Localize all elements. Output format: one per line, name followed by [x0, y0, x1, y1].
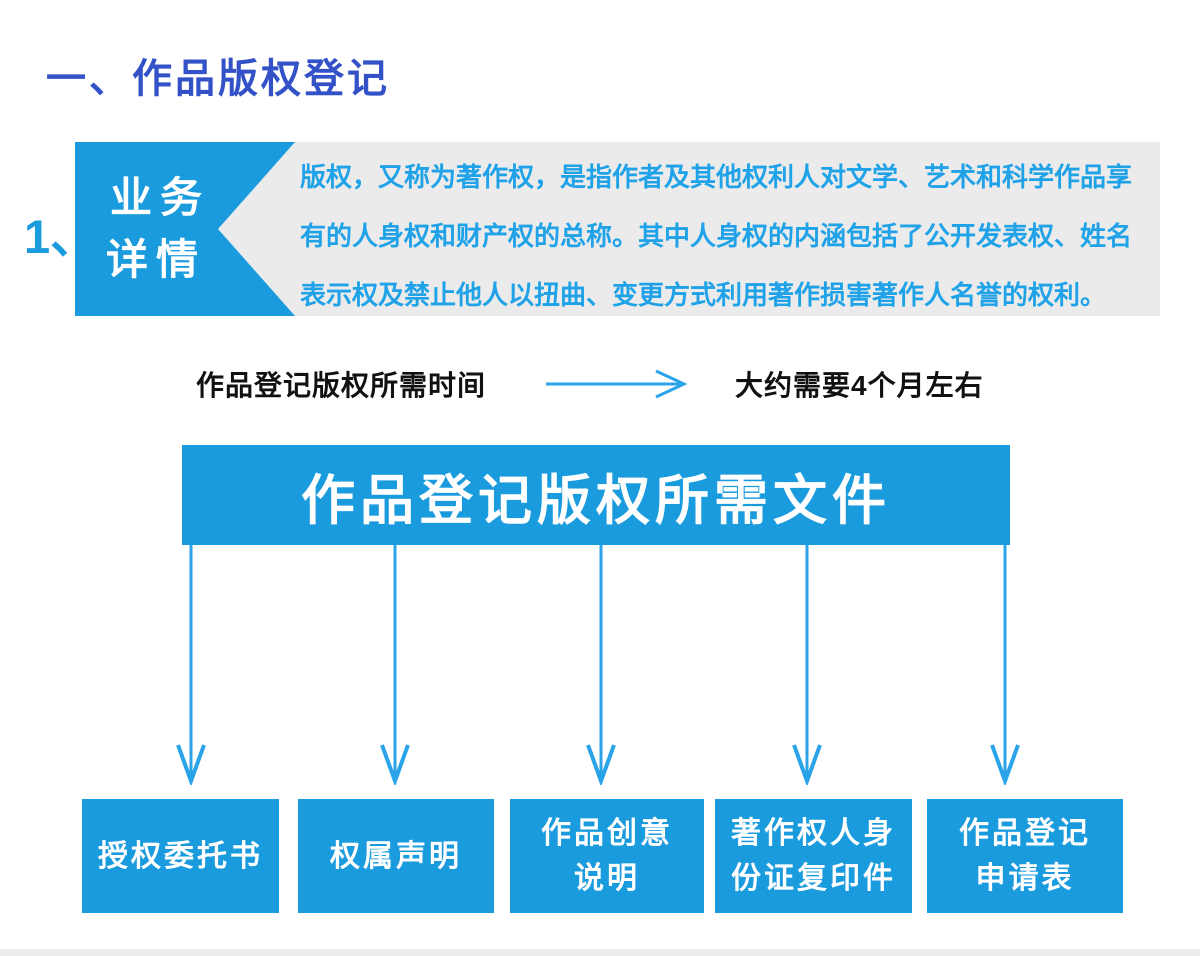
down-arrow-icon — [174, 545, 208, 790]
business-detail-panel: 业务 详情 版权，又称为著作权，是指作者及其他权利人对文学、艺术和科学作品享 有… — [75, 142, 1160, 316]
business-detail-description: 版权，又称为著作权，是指作者及其他权利人对文学、艺术和科学作品享 有的人身权和财… — [300, 162, 1133, 310]
document-box-label: 作品创意 说明 — [541, 817, 673, 895]
document-box-label: 作品登记 申请表 — [959, 817, 1091, 895]
down-arrow-icon — [378, 545, 412, 790]
business-detail-badge: 业务 详情 — [75, 142, 295, 316]
right-arrow-icon — [544, 368, 688, 405]
document-box-label: 授权委托书 — [98, 839, 263, 873]
document-box-authorization-letter: 授权委托书 — [82, 799, 279, 913]
document-box-ownership-statement: 权属声明 — [298, 799, 494, 913]
bottom-edge-strip — [0, 949, 1200, 956]
page-title: 一、作品版权登记 — [46, 57, 390, 101]
documents-banner-label: 作品登记版权所需文件 — [301, 470, 891, 531]
down-arrow-icon — [988, 545, 1022, 790]
timeline-value: 大约需要4个月左右 — [735, 370, 984, 401]
documents-banner: 作品登记版权所需文件 — [182, 445, 1010, 545]
badge-label: 业务 详情 — [105, 174, 210, 283]
down-arrow-icon — [584, 545, 618, 790]
document-box-id-copy: 著作权人身 份证复印件 — [715, 799, 912, 913]
document-box-application-form: 作品登记 申请表 — [927, 799, 1123, 913]
timeline-label: 作品登记版权所需时间 — [196, 370, 487, 401]
document-box-label: 著作权人身 份证复印件 — [731, 817, 896, 895]
document-box-label: 权属声明 — [330, 839, 462, 873]
down-arrow-icon — [790, 545, 824, 790]
document-box-creative-description: 作品创意 说明 — [510, 799, 704, 913]
